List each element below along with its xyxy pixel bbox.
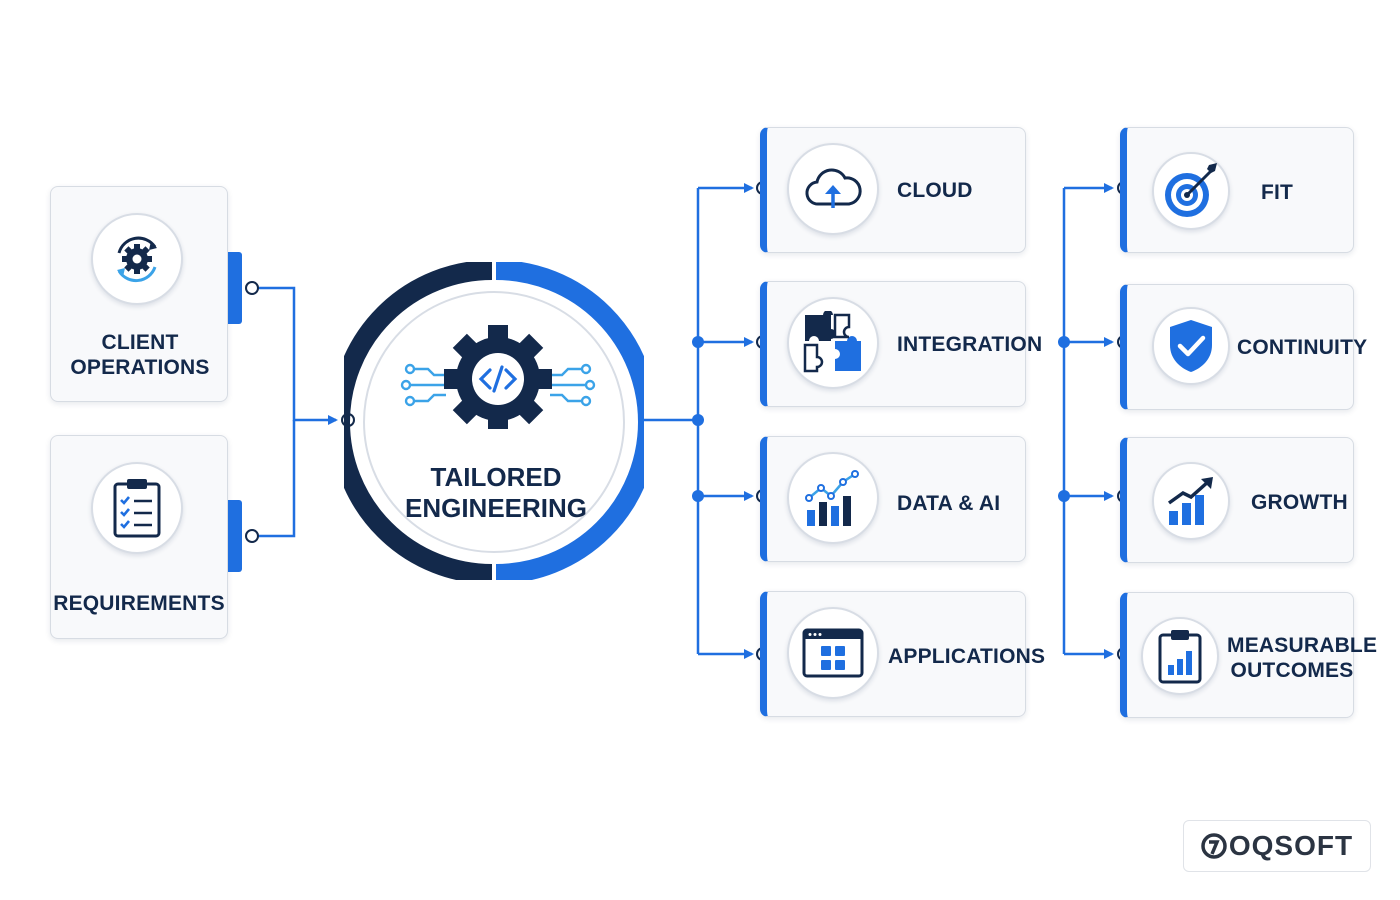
outcome-card-growth: GROWTH — [1120, 437, 1354, 563]
input-card-client-operations: CLIENT OPERATIONS — [50, 186, 228, 402]
gear-cycle-icon — [91, 213, 183, 305]
connector-requirements — [258, 420, 296, 538]
capability-card-integration: INTEGRATION — [760, 281, 1042, 407]
capability-card-data-ai: DATA & AI — [760, 436, 1026, 562]
hub-title: TAILORED ENGINEERING — [404, 462, 588, 523]
connector-client-ops — [258, 286, 338, 425]
outcome-label: CONTINUITY — [1237, 336, 1368, 359]
outcome-label: GROWTH — [1251, 491, 1348, 514]
capability-label: DATA & AI — [897, 492, 1001, 515]
input-tab — [228, 500, 242, 572]
input-label: CLIENT OPERATIONS — [70, 331, 210, 379]
capability-label: INTEGRATION — [897, 333, 1043, 356]
outcome-label: MEASURABLE OUTCOMES — [1227, 634, 1378, 682]
input-card-requirements: REQUIREMENTS — [50, 435, 228, 639]
logo-mark-icon — [1201, 833, 1227, 859]
code-gear-icon — [400, 325, 596, 433]
outcome-card-continuity: CONTINUITY — [1120, 284, 1367, 410]
logo-text: OQSOFT — [1228, 830, 1354, 861]
capability-card-cloud: CLOUD — [760, 127, 1026, 253]
cloud-upload-icon — [787, 143, 879, 235]
app-window-icon — [787, 607, 879, 699]
target-icon — [1152, 152, 1230, 230]
input-tab — [228, 252, 242, 324]
input-label: REQUIREMENTS — [53, 592, 225, 615]
outcome-label: FIT — [1261, 181, 1294, 204]
outcome-card-fit: FIT — [1120, 127, 1354, 253]
puzzle-icon — [787, 297, 879, 389]
growth-chart-icon — [1152, 462, 1230, 540]
outcome-card-measurable-outcomes: MEASURABLE OUTCOMES — [1120, 592, 1378, 718]
clipboard-checklist-icon — [91, 462, 183, 554]
chart-line-icon — [787, 452, 879, 544]
clipboard-chart-icon — [1141, 617, 1219, 695]
capability-label: APPLICATIONS — [888, 645, 1046, 668]
capability-label: CLOUD — [897, 179, 973, 202]
capability-card-applications: APPLICATIONS — [760, 591, 1045, 717]
shield-check-icon — [1152, 307, 1230, 385]
oqsoft-logo: OQSOFT — [1183, 820, 1371, 872]
